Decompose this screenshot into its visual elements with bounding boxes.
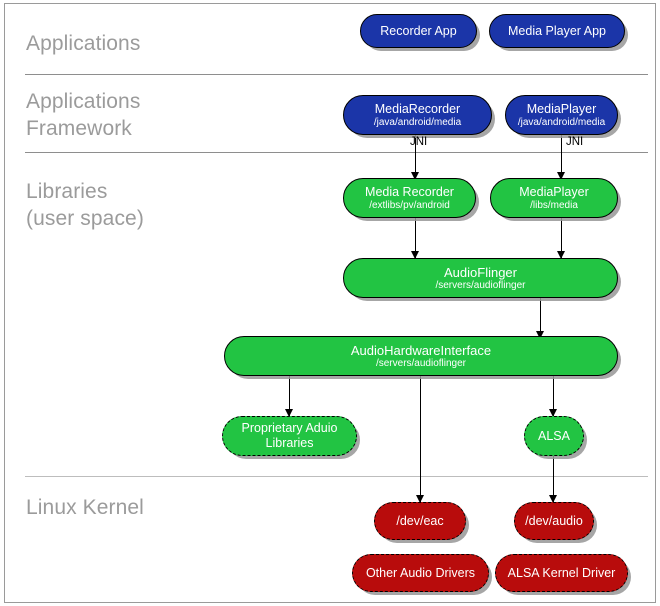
node-alsa-kernel-driver-title: ALSA Kernel Driver — [507, 565, 616, 580]
arrowhead-mediaplayer-lib — [557, 172, 565, 180]
node-dev-audio[interactable]: /dev/audio — [514, 502, 594, 540]
connector-media-recorder-lib-to-audioflinger — [415, 218, 417, 260]
node-mediaplayer-library-title: MediaPlayer — [519, 184, 589, 199]
node-audioflinger-title: AudioFlinger — [444, 264, 517, 280]
layer-label-libraries: Libraries (user space) — [26, 180, 144, 230]
node-recorder-app-title: Recorder App — [380, 23, 457, 38]
node-other-audio-drivers-title: Other Audio Drivers — [365, 565, 476, 580]
node-audiohardwareinterface-path: /servers/audioflinger — [375, 357, 467, 369]
connector-alsa-to-dev-audio — [553, 456, 555, 502]
connector-audiohardwareinterface-to-proprietary-libraries — [289, 376, 291, 418]
node-mediaplayer-framework[interactable]: MediaPlayer /java/android/media — [505, 95, 618, 135]
node-dev-audio-title: /dev/audio — [525, 513, 583, 528]
arrowhead-audioflinger-right — [557, 251, 565, 259]
node-other-audio-drivers[interactable]: Other Audio Drivers — [352, 554, 489, 592]
node-alsa-title: ALSA — [538, 428, 570, 443]
arrowhead-proprietary-libraries — [285, 409, 293, 417]
node-dev-eac[interactable]: /dev/eac — [374, 502, 466, 540]
node-mediaplayer-framework-title: MediaPlayer — [526, 101, 597, 116]
node-alsa[interactable]: ALSA — [524, 416, 584, 456]
node-media-player-app-title: Media Player App — [508, 23, 606, 38]
node-dev-eac-title: /dev/eac — [396, 513, 444, 528]
layer-label-linux-kernel: Linux Kernel — [26, 496, 144, 519]
node-audioflinger-path: /servers/audioflinger — [435, 279, 526, 291]
connector-audioflinger-to-audiohardwareinterface — [540, 298, 542, 340]
connector-mediaplayer-lib-to-audioflinger — [561, 218, 563, 260]
node-mediarecorder-framework-path: /java/android/media — [373, 116, 462, 128]
arrowhead-dev-eac — [416, 495, 424, 503]
node-proprietary-audio-libraries[interactable]: Proprietary Aduio Libraries — [222, 416, 357, 456]
connector-label-jni-right: JNI — [566, 136, 584, 148]
node-audiohardwareinterface-title: AudioHardwareInterface — [350, 342, 492, 358]
divider-applications — [25, 74, 648, 75]
node-mediaplayer-framework-path: /java/android/media — [517, 116, 606, 128]
node-alsa-kernel-driver[interactable]: ALSA Kernel Driver — [495, 554, 628, 592]
node-media-recorder-library[interactable]: Media Recorder /extlibs/pv/android — [343, 178, 476, 218]
node-proprietary-audio-libraries-title: Proprietary Aduio Libraries — [241, 421, 338, 450]
arrowhead-audiohardwareinterface — [536, 331, 544, 339]
arrowhead-dev-audio — [549, 495, 557, 503]
node-audioflinger[interactable]: AudioFlinger /servers/audioflinger — [343, 258, 618, 298]
layer-label-applications-framework: Applications Framework — [26, 90, 141, 140]
arrowhead-media-recorder-lib — [411, 172, 419, 180]
node-media-recorder-library-title: Media Recorder — [365, 184, 454, 199]
node-recorder-app[interactable]: Recorder App — [360, 14, 477, 48]
arrowhead-audioflinger-left — [411, 251, 419, 259]
node-mediarecorder-framework[interactable]: MediaRecorder /java/android/media — [343, 95, 492, 135]
node-mediaplayer-library-path: /libs/media — [530, 199, 578, 211]
node-audiohardwareinterface[interactable]: AudioHardwareInterface /servers/audiofli… — [224, 336, 618, 376]
connector-mediarecorder-to-media-recorder-lib — [415, 135, 417, 181]
connector-label-jni-left: JNI — [410, 136, 428, 148]
divider-applications-framework — [25, 152, 648, 153]
arrowhead-alsa — [549, 409, 557, 417]
connector-audiohardwareinterface-to-dev-eac — [420, 376, 422, 502]
node-mediaplayer-library[interactable]: MediaPlayer /libs/media — [490, 178, 618, 218]
node-media-recorder-library-path: /extlibs/pv/android — [369, 199, 450, 211]
connector-audiohardwareinterface-to-alsa — [553, 376, 555, 418]
connector-mediaplayer-to-mediaplayer-lib — [561, 135, 563, 181]
node-media-player-app[interactable]: Media Player App — [489, 14, 625, 48]
layer-label-applications: Applications — [26, 32, 141, 55]
node-mediarecorder-framework-title: MediaRecorder — [374, 101, 461, 116]
divider-linux-kernel — [25, 476, 648, 477]
